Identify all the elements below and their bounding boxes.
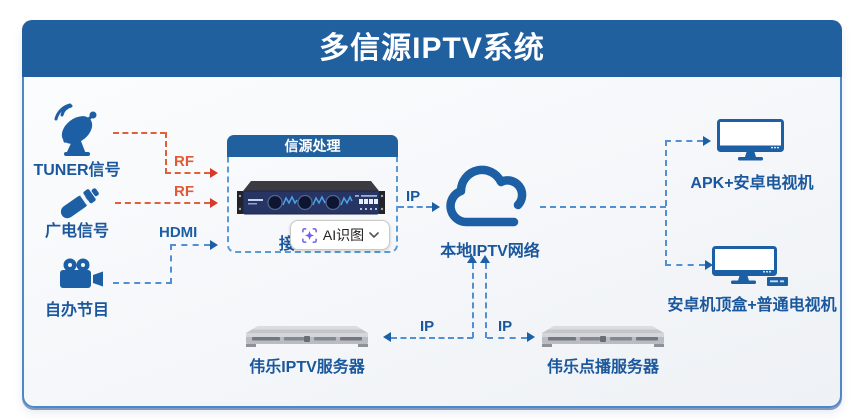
- hdmi-label: HDMI: [159, 224, 198, 241]
- hdmi-line: [113, 282, 172, 284]
- coax-connector-icon: [60, 188, 99, 219]
- satellite-dish-icon: [54, 103, 97, 156]
- server-uplink-line: [472, 263, 474, 338]
- hdmi-line: [170, 244, 210, 246]
- arrowhead-icon: [210, 198, 218, 208]
- ai-recognize-label: AI识图: [322, 227, 365, 243]
- encoder-device-image: [237, 181, 385, 215]
- cloud-icon: [446, 165, 527, 227]
- arrowhead-icon: [480, 255, 490, 263]
- title-banner: 多信源IPTV系统: [22, 20, 842, 77]
- encoder-box-header: 信源处理: [227, 135, 398, 157]
- ip-encoder-line: [398, 206, 432, 208]
- ip-iptv-server-label: IP: [420, 318, 435, 335]
- iptv-server-label: 伟乐IPTV服务器: [249, 359, 365, 376]
- ai-recognize-button[interactable]: AI识图: [290, 220, 390, 250]
- rf-tuner-line: [113, 132, 166, 134]
- video-camera-icon: [60, 258, 103, 288]
- arrowhead-icon: [432, 202, 440, 212]
- rf-tuner-line: [165, 172, 210, 174]
- ai-scan-icon: [302, 227, 317, 243]
- arrowhead-icon: [467, 255, 477, 263]
- source-catv-label: 广电信号: [44, 223, 109, 240]
- arrowhead-icon: [210, 240, 218, 250]
- arrowhead-icon: [705, 260, 713, 270]
- tv-stb-label: 安卓机顶盒+普通电视机: [667, 297, 837, 314]
- rf-tuner-line: [165, 132, 167, 174]
- tv-apk-icon: [717, 119, 784, 161]
- hdmi-line: [170, 244, 172, 284]
- arrowhead-icon: [703, 136, 711, 146]
- ip-encoder-label: IP: [406, 188, 421, 205]
- arrowhead-icon: [383, 332, 391, 342]
- tv-stb-icon: [712, 246, 788, 286]
- page-title: 多信源IPTV系统: [319, 32, 545, 65]
- vod-server-image: [542, 326, 664, 347]
- server-uplink-line: [485, 263, 487, 338]
- source-tuner-label: TUNER信号: [33, 162, 121, 179]
- vod-server-label: 伟乐点播服务器: [546, 359, 659, 376]
- cloud-label: 本地IPTV网络: [440, 243, 540, 260]
- system-card: [22, 20, 842, 408]
- rf-catv-label: RF: [174, 183, 194, 200]
- rf-tuner-label: RF: [174, 153, 194, 170]
- cloud-endpoint-line: [665, 264, 705, 266]
- arrowhead-icon: [527, 332, 535, 342]
- source-local-label: 自办节目: [44, 302, 109, 319]
- ip-vod-server-label: IP: [498, 318, 513, 335]
- vod-server-line: [487, 337, 527, 339]
- iptv-server-line: [391, 337, 473, 339]
- cloud-endpoint-line: [540, 206, 666, 208]
- arrowhead-icon: [210, 168, 218, 178]
- cloud-endpoint-line: [665, 140, 703, 142]
- chevron-down-icon[interactable]: [369, 232, 379, 238]
- cloud-endpoint-line: [665, 140, 667, 266]
- rf-catv-line: [115, 202, 210, 204]
- iptv-server-image: [246, 326, 368, 347]
- tv-apk-label: APK+安卓电视机: [690, 175, 814, 192]
